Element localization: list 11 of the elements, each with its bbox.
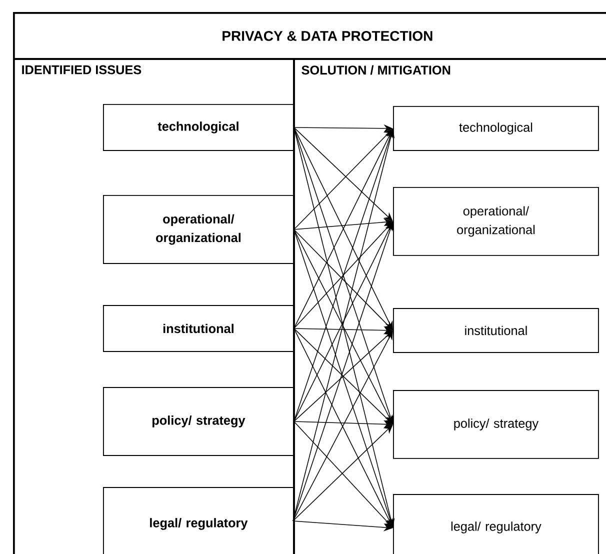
category-box: legal/ regulatory bbox=[103, 487, 294, 554]
category-box: operational/ organizational bbox=[103, 195, 294, 264]
title-band: PRIVACY & DATA PROTECTION bbox=[13, 12, 606, 60]
category-box: institutional bbox=[393, 308, 599, 353]
category-box: institutional bbox=[103, 305, 294, 352]
category-box: operational/ organizational bbox=[393, 187, 599, 256]
category-box: technological bbox=[103, 104, 294, 151]
category-box: technological bbox=[393, 106, 599, 151]
category-box: legal/ regulatory bbox=[393, 494, 599, 554]
category-box: policy/ strategy bbox=[103, 387, 294, 456]
category-box: policy/ strategy bbox=[393, 390, 599, 459]
